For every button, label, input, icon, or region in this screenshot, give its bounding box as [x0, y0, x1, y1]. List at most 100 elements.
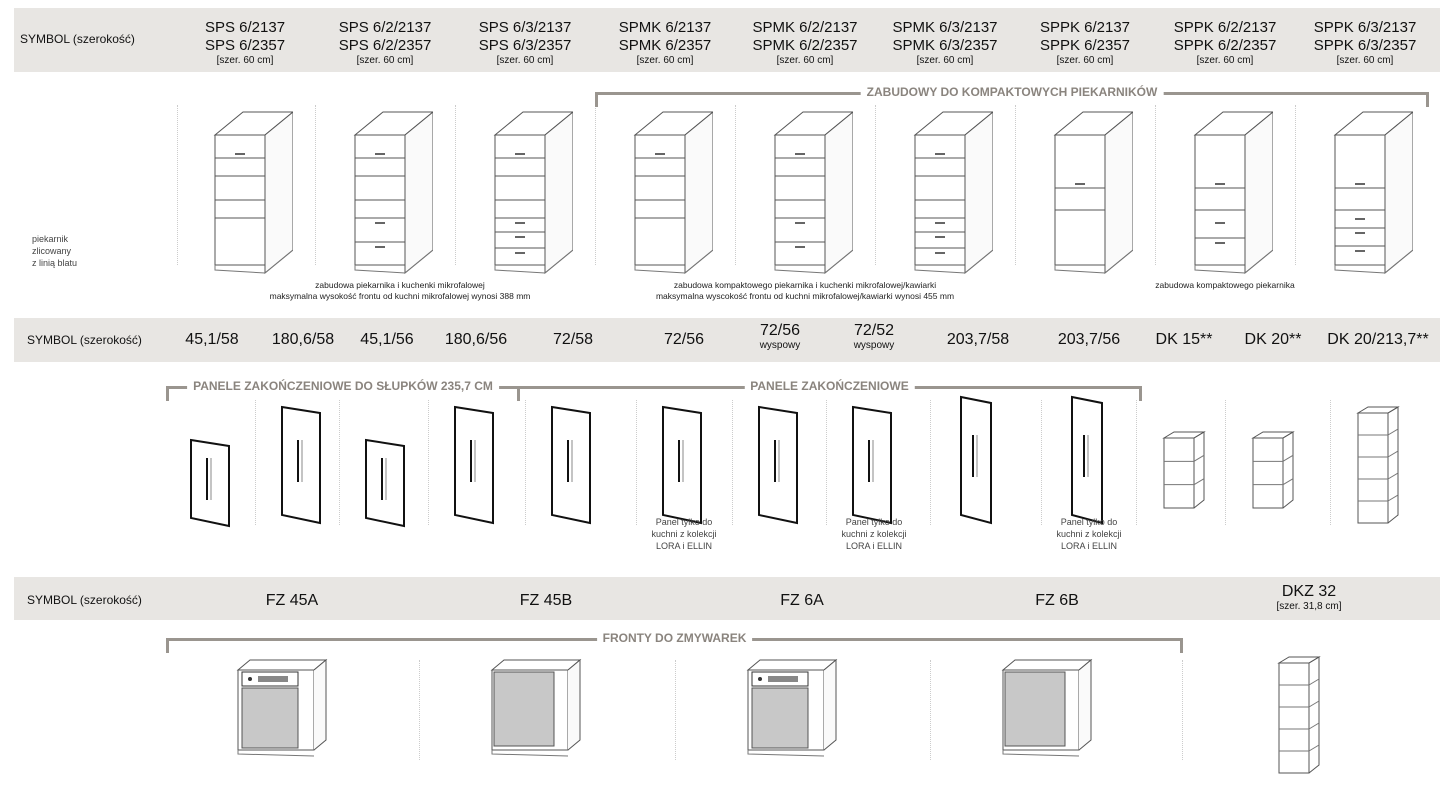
column-divider [735, 105, 736, 265]
width-note: [szer. 60 cm] [1196, 55, 1254, 66]
symbol-code: DK 20** [1244, 331, 1302, 348]
symbol-code: SPPK 6/2137 [1039, 19, 1131, 36]
column-divider [1295, 105, 1296, 265]
section-bracket: PANELE ZAKOŃCZENIOWE [517, 379, 1142, 401]
symbol-label: SYMBOL (szerokość) [27, 333, 142, 347]
caption-line: maksymalna wysokość frontu od kuchni mik… [269, 291, 531, 301]
dishwasher-front-drawing [1001, 658, 1093, 758]
variant-note: wyspowy [759, 340, 801, 351]
width-note: [szer. 60 cm] [356, 55, 414, 66]
column-divider [255, 400, 256, 525]
width-note: [szer. 31,8 cm] [1276, 601, 1342, 612]
section-title: PANELE ZAKOŃCZENIOWE DO SŁUPKÓW 235,7 CM [187, 379, 499, 393]
column-divider [1015, 105, 1016, 265]
tall-cabinet-drawing [493, 110, 573, 275]
symbol-cell: DK 20** [1245, 331, 1302, 349]
column-divider [826, 400, 827, 525]
tall-cabinet-drawing [353, 110, 433, 275]
dishwasher-front-drawing [236, 658, 328, 758]
column-divider [732, 400, 733, 525]
column-divider [419, 660, 420, 760]
panel-note-line: kuchni z kolekcji [651, 529, 717, 539]
column-divider [1136, 400, 1137, 525]
dishwasher-front-drawing [490, 658, 582, 758]
tall-cabinet-drawing [773, 110, 853, 275]
symbol-cell: 45,1/56 [360, 331, 413, 349]
symbol-cell: 180,6/58 [272, 331, 334, 349]
symbol-code: 72/58 [552, 331, 594, 348]
section-bracket: FRONTY DO ZMYWAREK [166, 631, 1183, 653]
column-divider [930, 400, 931, 525]
symbol-code: FZ 6B [1035, 592, 1079, 609]
section-bracket: ZABUDOWY DO KOMPAKTOWYCH PIEKARNIKÓW [595, 85, 1429, 107]
column-divider [875, 105, 876, 265]
symbol-code: SPS 6/2137 [204, 19, 286, 36]
symbol-cell: 203,7/56 [1058, 331, 1120, 349]
symbol-cell: 72/56 [664, 331, 704, 349]
caption-line: zabudowa piekarnika i kuchenki mikrofalo… [315, 280, 485, 290]
section-title: FRONTY DO ZMYWAREK [596, 631, 753, 645]
caption-oven-microwave: zabudowa piekarnika i kuchenki mikrofalo… [270, 280, 531, 302]
symbol-code: SPPK 6/2/2357 [1173, 37, 1277, 54]
end-panel-drawing [453, 405, 499, 525]
column-divider [675, 660, 676, 760]
column-divider [1330, 400, 1331, 525]
width-note: [szer. 60 cm] [1336, 55, 1394, 66]
symbol-cell: 180,6/56 [445, 331, 507, 349]
symbol-code: FZ 45A [265, 592, 319, 609]
tall-cabinet-drawing [213, 110, 293, 275]
symbol-cell: 203,7/58 [947, 331, 1009, 349]
end-panel-drawing [189, 438, 235, 528]
symbol-bar-2 [14, 318, 1440, 362]
symbol-cell: FZ 45B [520, 592, 572, 610]
symbol-code: 203,7/58 [946, 331, 1010, 348]
symbol-code: SPMK 6/3/2137 [892, 19, 998, 36]
column-divider [1182, 660, 1183, 760]
symbol-label: SYMBOL (szerokość) [27, 593, 142, 607]
panel-note-line: Panel tylko do [655, 517, 713, 527]
panel-note-line: Panel tylko do [1060, 517, 1118, 527]
end-panel-drawing [280, 405, 326, 525]
end-panel-drawing [661, 405, 707, 525]
section-title: PANELE ZAKOŃCZENIOWE [744, 379, 915, 393]
end-panel-drawing [550, 405, 596, 525]
section-title: ZABUDOWY DO KOMPAKTOWYCH PIEKARNIKÓW [860, 85, 1164, 99]
symbol-code: SPPK 6/2/2137 [1173, 19, 1277, 36]
symbol-code: SPMK 6/3/2357 [892, 37, 998, 54]
symbol-code: 72/52 [853, 322, 895, 339]
side-note-line: z linią blatu [32, 258, 78, 268]
tall-cabinet-drawing [913, 110, 993, 275]
open-shelf-drawing [1162, 430, 1206, 512]
symbol-code: SPS 6/3/2137 [478, 19, 572, 36]
column-divider [595, 105, 596, 265]
end-panel-drawing [851, 405, 897, 525]
section-bracket: PANELE ZAKOŃCZENIOWE DO SŁUPKÓW 235,7 CM [166, 379, 520, 401]
side-note: piekarnik zlicowany z linią blatu [32, 233, 77, 269]
tall-cabinet-drawing [633, 110, 713, 275]
column-divider [428, 400, 429, 525]
tall-cabinet-drawing [1053, 110, 1133, 275]
symbol-code: 45,1/58 [185, 331, 239, 348]
symbol-code: 180,6/58 [271, 331, 335, 348]
panel-note-line: LORA i ELLIN [1060, 541, 1118, 551]
symbol-cell: FZ 6A [780, 592, 824, 610]
tall-cabinet-drawing [1193, 110, 1273, 275]
symbol-cell: DK 20/213,7** [1327, 331, 1428, 349]
symbol-code: SPS 6/2357 [204, 37, 286, 54]
symbol-bar-3 [14, 577, 1440, 620]
symbol-code: SPMK 6/2137 [618, 19, 712, 36]
end-panel-drawing [1070, 395, 1108, 525]
end-panel-drawing [757, 405, 803, 525]
symbol-code: 45,1/56 [360, 331, 414, 348]
side-note-line: zlicowany [32, 246, 72, 256]
